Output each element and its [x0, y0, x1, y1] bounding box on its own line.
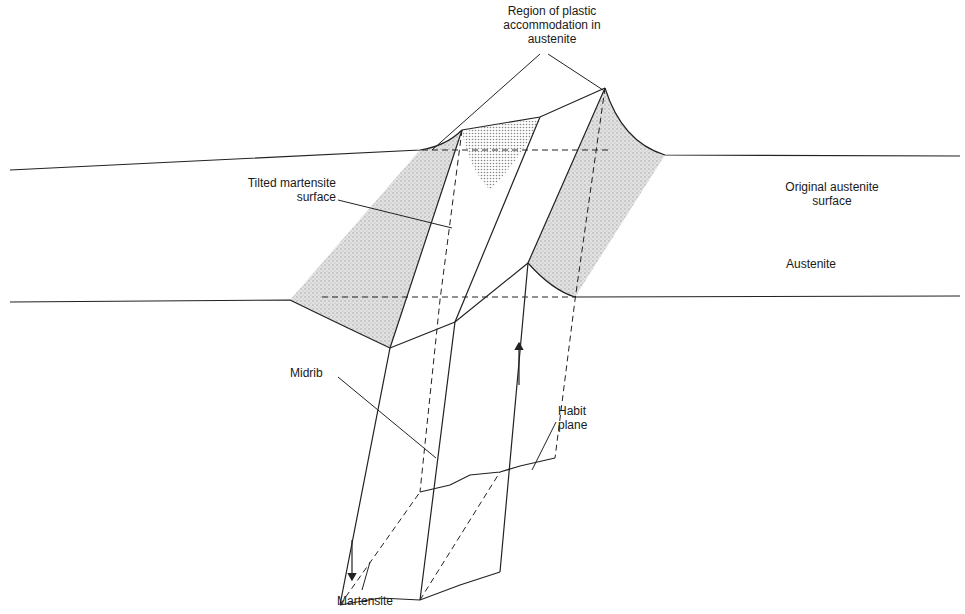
tilted-surface-bottom [390, 263, 528, 348]
austenite-top-surface [605, 88, 960, 156]
tilted-surface-top [462, 88, 605, 130]
plastic-zone-stipple [462, 120, 540, 190]
surface-label: Tilted martensite surface [240, 176, 336, 204]
left-accommodation-band [290, 130, 462, 348]
part-label: Midrib [290, 366, 336, 380]
austenite-bottom-surface [10, 300, 390, 348]
shear-arrow [351, 540, 352, 580]
phase-label: Austenite [786, 257, 876, 271]
original-surface-dashed [322, 297, 575, 298]
shear-arrow [518, 343, 519, 385]
original-surface-dashed [422, 150, 612, 151]
austenite-bottom-surface [528, 263, 960, 297]
surface-label: Original austenite surface [780, 180, 884, 208]
austenite-top-surface [10, 130, 462, 170]
plate-hidden-edge [420, 130, 462, 492]
leader-line [532, 422, 556, 470]
plate-hidden-edge [555, 88, 605, 458]
leader-line [362, 562, 370, 590]
leader-line [432, 54, 540, 150]
right-accommodation-band [528, 88, 665, 297]
phase-label: Martensite [315, 594, 415, 608]
midrib-line [420, 117, 540, 600]
leader-line [548, 54, 603, 90]
region-label: Region of plastic accommodation in auste… [497, 4, 607, 46]
plate-hidden-bottom [340, 492, 420, 605]
part-label: Habit plane [558, 404, 608, 432]
leader-line [338, 377, 436, 458]
plate-hidden-bottom [420, 472, 500, 600]
habit-plane-face [420, 458, 555, 492]
plate-right-edge [500, 88, 605, 572]
plate-left-edge [340, 130, 462, 605]
leader-line [338, 200, 452, 228]
